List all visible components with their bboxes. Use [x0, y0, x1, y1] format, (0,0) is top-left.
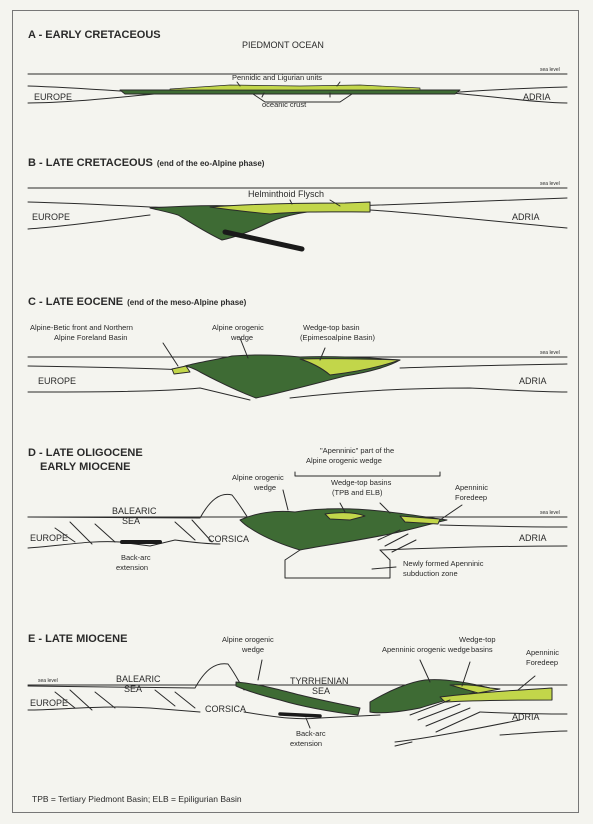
panel-d-apenninic-label-2: Alpine orogenic wedge [306, 456, 382, 465]
panel-a-adria-label: ADRIA [523, 92, 551, 102]
panel-e-slab-arrow [395, 742, 412, 746]
panel-b-subducting-slab [225, 232, 302, 249]
panel-e-backarc-label-1: Back-arc [296, 729, 326, 738]
panel-c-title: C - LATE EOCENE [28, 296, 123, 308]
panel-a-title: A - EARLY CRETACEOUS [28, 29, 161, 41]
panel-d-wedge-pointer [283, 490, 288, 510]
panel-d-wedge-label-1: Alpine orogenic [232, 473, 284, 482]
panel-a-ocean-label: PIEDMONT OCEAN [242, 40, 324, 50]
panel-e-adria-label: ADRIA [512, 712, 540, 722]
panel-e-foredeep-pointer [518, 676, 535, 690]
panel-e-sea-level-label: sea level [38, 678, 58, 684]
panel-a-units-label: Pennidic and Ligurian units [232, 73, 322, 82]
svg-text:C - LATE EOCENE(end of the mes: C - LATE EOCENE (end of the meso-Alpine p… [28, 296, 247, 308]
panel-c-front-label-1: Alpine-Betic front and Northern [30, 323, 133, 332]
panel-e-wedge-label-1: Alpine orogenic [222, 635, 274, 644]
panel-e-foredeep-label-1: Apenninic [526, 648, 559, 657]
panel-c-basin-label-1: Wedge-top basin [303, 323, 360, 332]
panel-d-title-2: EARLY MIOCENE [40, 461, 130, 473]
panel-c-sea-level-label: sea level [540, 350, 560, 356]
panel-d-apenninic-bracket [295, 472, 440, 476]
panel-b-adria-label: ADRIA [512, 212, 540, 222]
panel-c-wedge-label-1: Alpine orogenic [212, 323, 264, 332]
panel-d-subduction-label-2: subduction zone [403, 569, 458, 578]
panel-e-corsica-label: CORSICA [205, 704, 246, 714]
panel-e-foredeep-label-2: Foredeep [526, 658, 558, 667]
panel-e-title: E - LATE MIOCENE [28, 633, 127, 645]
panel-a-europe-label: EUROPE [34, 92, 72, 102]
panel-c-front-pointer [163, 343, 178, 366]
panel-c-base [28, 388, 567, 400]
panel-d-sea-label-1: BALEARIC [112, 506, 157, 516]
panel-e-balearic-label-1: BALEARIC [116, 674, 161, 684]
panel-d-foredeep-label-1: Apenninic [455, 483, 488, 492]
panel-d-backarc-label-1: Back-arc [121, 553, 151, 562]
panel-e-wtb-label-2: basins [471, 645, 493, 654]
panel-e-wedge-label-2: wedge [241, 645, 264, 654]
svg-text:B - LATE CRETACEOUS(end of the: B - LATE CRETACEOUS (end of the eo-Alpine… [28, 157, 265, 169]
footnote: TPB = Tertiary Piedmont Basin; ELB = Epi… [32, 794, 242, 804]
panel-a-sea-level-label: sea level [540, 67, 560, 73]
panel-d-corsica-label: CORSICA [208, 534, 249, 544]
panel-e-tyrrhenian-label-2: SEA [312, 686, 330, 696]
panel-e-tyrrhenian-label-1: TYRRHENIAN [290, 676, 349, 686]
panel-e-slab-line [395, 720, 520, 742]
panel-d-apenninic-label-1: "Apenninic" part of the [320, 446, 394, 455]
panel-d-europe-label: EUROPE [30, 533, 68, 543]
panel-c-adria-label: ADRIA [519, 376, 547, 386]
panel-c-europe-label: EUROPE [38, 376, 76, 386]
panel-d-subduction-label-1: Newly formed Apenninic [403, 559, 484, 568]
panel-a-sediments [170, 85, 420, 90]
panel-e-wedge-pointer [258, 660, 262, 680]
panel-d-title-1: D - LATE OLIGOCENE [28, 447, 143, 459]
panel-e-apwedge-pointer [420, 660, 430, 682]
panel-d-wtb-label-2: (TPB and ELB) [332, 488, 383, 497]
panel-c-wedge-label-2: wedge [230, 333, 253, 342]
panel-d-wedge-label-2: wedge [253, 483, 276, 492]
panel-e-backarc-label-2: extension [290, 739, 322, 748]
panel-a-oceanic-units [120, 90, 460, 94]
panel-b-flysch-label: Helminthoid Flysch [248, 189, 324, 199]
panel-b-sea-level-label: sea level [540, 181, 560, 187]
panel-e-alpine-wedge [236, 682, 360, 715]
panel-d-sea-level-label: sea level [540, 510, 560, 516]
panel-c-front-label-2: Alpine Foreland Basin [54, 333, 127, 342]
panel-b-europe-label: EUROPE [32, 212, 70, 222]
panel-b-title: B - LATE CRETACEOUS [28, 157, 153, 169]
panel-a-labels: A - EARLY CRETACEOUS PIEDMONT OCEAN sea … [28, 29, 560, 109]
panel-a-crust-label: oceanic crust [262, 100, 307, 109]
panel-d-backarc-label-2: extension [116, 563, 148, 572]
panel-d-sea-label-2: SEA [122, 516, 140, 526]
panel-c-geometry [28, 338, 567, 400]
panel-e-backarc-basin [280, 714, 320, 716]
panel-b-subtitle: (end of the eo-Alpine phase) [157, 159, 265, 168]
panel-d-wtb-label-1: Wedge-top basins [331, 478, 392, 487]
panel-e-wtb-label-1: Wedge-top [459, 635, 496, 644]
panel-c-basin-label-2: (Epimesoalpine Basin) [300, 333, 376, 342]
panel-d-subduction-pointer [372, 567, 396, 569]
panel-d-foredeep-label-2: Foredeep [455, 493, 487, 502]
panel-e-balearic-label-2: SEA [124, 684, 142, 694]
panel-e-europe-label: EUROPE [30, 698, 68, 708]
panel-d-foredeep-pointer [440, 505, 462, 520]
panel-e-backarc-pointer [306, 718, 310, 728]
panel-c-foreland-basin [172, 366, 190, 374]
panel-d-slab-outline [285, 550, 390, 578]
panel-d-adria-label: ADRIA [519, 533, 547, 543]
panel-e-apwedge-label: Apenninic orogenic wedge [382, 645, 470, 654]
panel-c-subtitle: (end of the meso-Alpine phase) [127, 298, 246, 307]
